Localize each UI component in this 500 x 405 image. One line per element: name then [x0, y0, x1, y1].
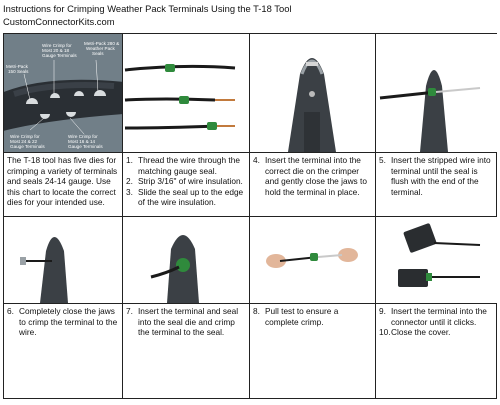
label-metripack-280: Metri-Pack 280 & Weather Pack Seals [84, 41, 119, 56]
label-wire-crimp-20-18: Wire Crimp for Most 20 & 18 Gauge Termin… [42, 43, 77, 58]
svg-text:Most 20 & 18: Most 20 & 18 [42, 48, 70, 53]
svg-text:150 Seals: 150 Seals [8, 69, 29, 74]
label-wire-crimp-24-22: Wire Crimp for Most 24 & 22 Gauge Termin… [10, 134, 45, 149]
divider [4, 216, 496, 217]
svg-text:Seals: Seals [92, 51, 104, 56]
step-4: 4.Insert the terminal into the correct d… [253, 155, 367, 197]
site-name: CustomConnectorKits.com [3, 16, 115, 27]
svg-text:Most 24 & 22: Most 24 & 22 [10, 139, 38, 144]
step-6: 6.Completely close the jaws to crimp the… [7, 306, 118, 338]
title-text: Instructions for Crimping Weather Pack T… [3, 3, 292, 14]
svg-text:Wire Crimp for: Wire Crimp for [10, 134, 40, 139]
wires-seals-photo [123, 34, 249, 152]
document-title: Instructions for Crimping Weather Pack T… [3, 2, 292, 28]
seal-crimp-photo [123, 217, 249, 303]
connector-photo [376, 217, 497, 303]
label-metripack-150: Metri-Pack 150 Seals [6, 64, 29, 74]
svg-text:Most 16 & 14: Most 16 & 14 [68, 139, 96, 144]
step-5: 5.Insert the stripped wire into terminal… [379, 155, 491, 197]
svg-text:Gauge Terminals: Gauge Terminals [42, 53, 77, 58]
step-3: 3.Slide the seal up to the edge of the w… [126, 186, 244, 208]
crimper-terminal-photo [250, 34, 375, 152]
svg-text:Metri-Pack: Metri-Pack [6, 64, 29, 69]
step-10: 10.Close the cover. [379, 327, 451, 338]
steps-1-3: 1.Thread the wire through the matching g… [126, 155, 246, 208]
svg-text:Gauge Terminals: Gauge Terminals [68, 144, 103, 149]
svg-text:Wire Crimp for: Wire Crimp for [68, 134, 98, 139]
pull-test-photo [250, 217, 375, 303]
step-8: 8.Pull test to ensure a complete crimp. [253, 306, 339, 327]
divider [4, 152, 496, 153]
divider [4, 303, 496, 304]
svg-text:Metri-Pack 280 &: Metri-Pack 280 & [84, 41, 119, 46]
intro-text: The T-18 tool has five dies for crimping… [7, 155, 118, 208]
svg-text:Gauge Terminals: Gauge Terminals [10, 144, 45, 149]
insert-wire-photo [376, 34, 497, 152]
step-7: 7.Insert the terminal and seal into the … [126, 306, 239, 338]
step-1: 1.Thread the wire through the matching g… [126, 155, 240, 176]
crimp-closed-photo [4, 217, 122, 303]
svg-text:Weather Pack: Weather Pack [86, 46, 115, 51]
step-9: 9.Insert the terminal into the connector… [379, 306, 487, 327]
svg-text:Wire Crimp for: Wire Crimp for [42, 43, 72, 48]
step-2: 2.Strip 3/16" of wire insulation. [126, 176, 243, 187]
die-chart-photo: Metri-Pack 150 Seals Wire Crimp for Most… [4, 34, 122, 152]
instruction-grid: Metri-Pack 150 Seals Wire Crimp for Most… [3, 33, 497, 399]
label-wire-crimp-16-14: Wire Crimp for Most 16 & 14 Gauge Termin… [68, 134, 103, 149]
steps-9-10: 9.Insert the terminal into the connector… [379, 306, 495, 338]
